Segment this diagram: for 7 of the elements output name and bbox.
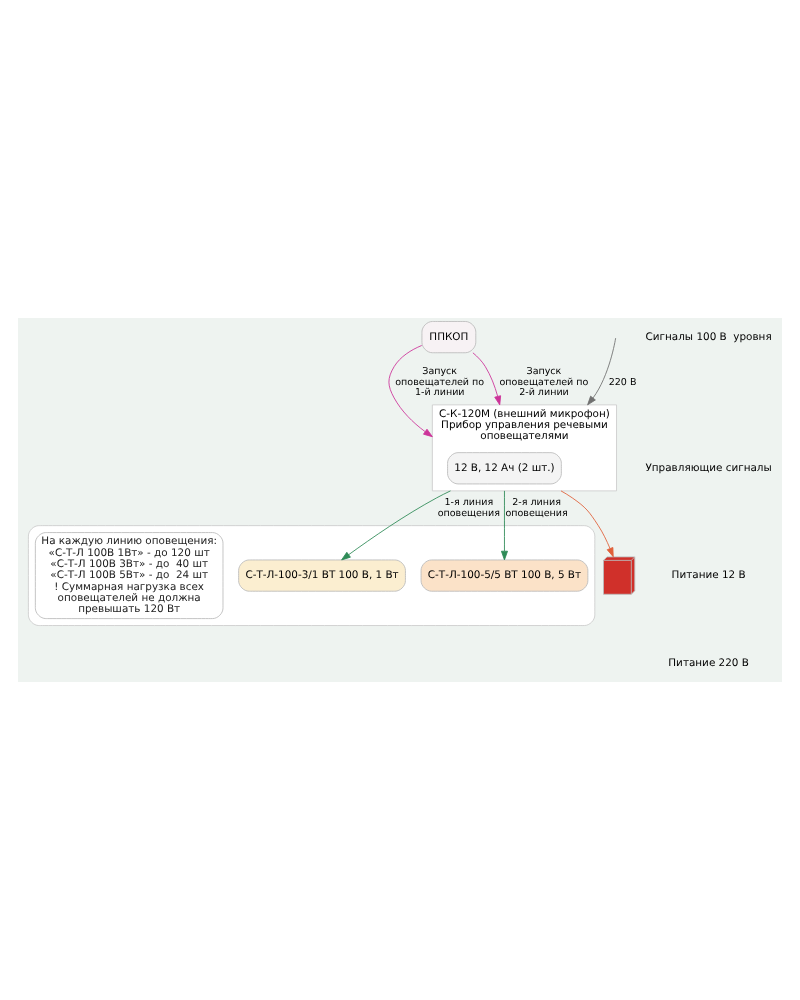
cluster: [27, 525, 596, 626]
arrow: [388, 345, 433, 438]
arrow: [472, 352, 502, 406]
arrow: [501, 490, 508, 561]
arrow: [587, 337, 617, 406]
arrow: [341, 490, 451, 561]
arrow: [560, 490, 614, 558]
